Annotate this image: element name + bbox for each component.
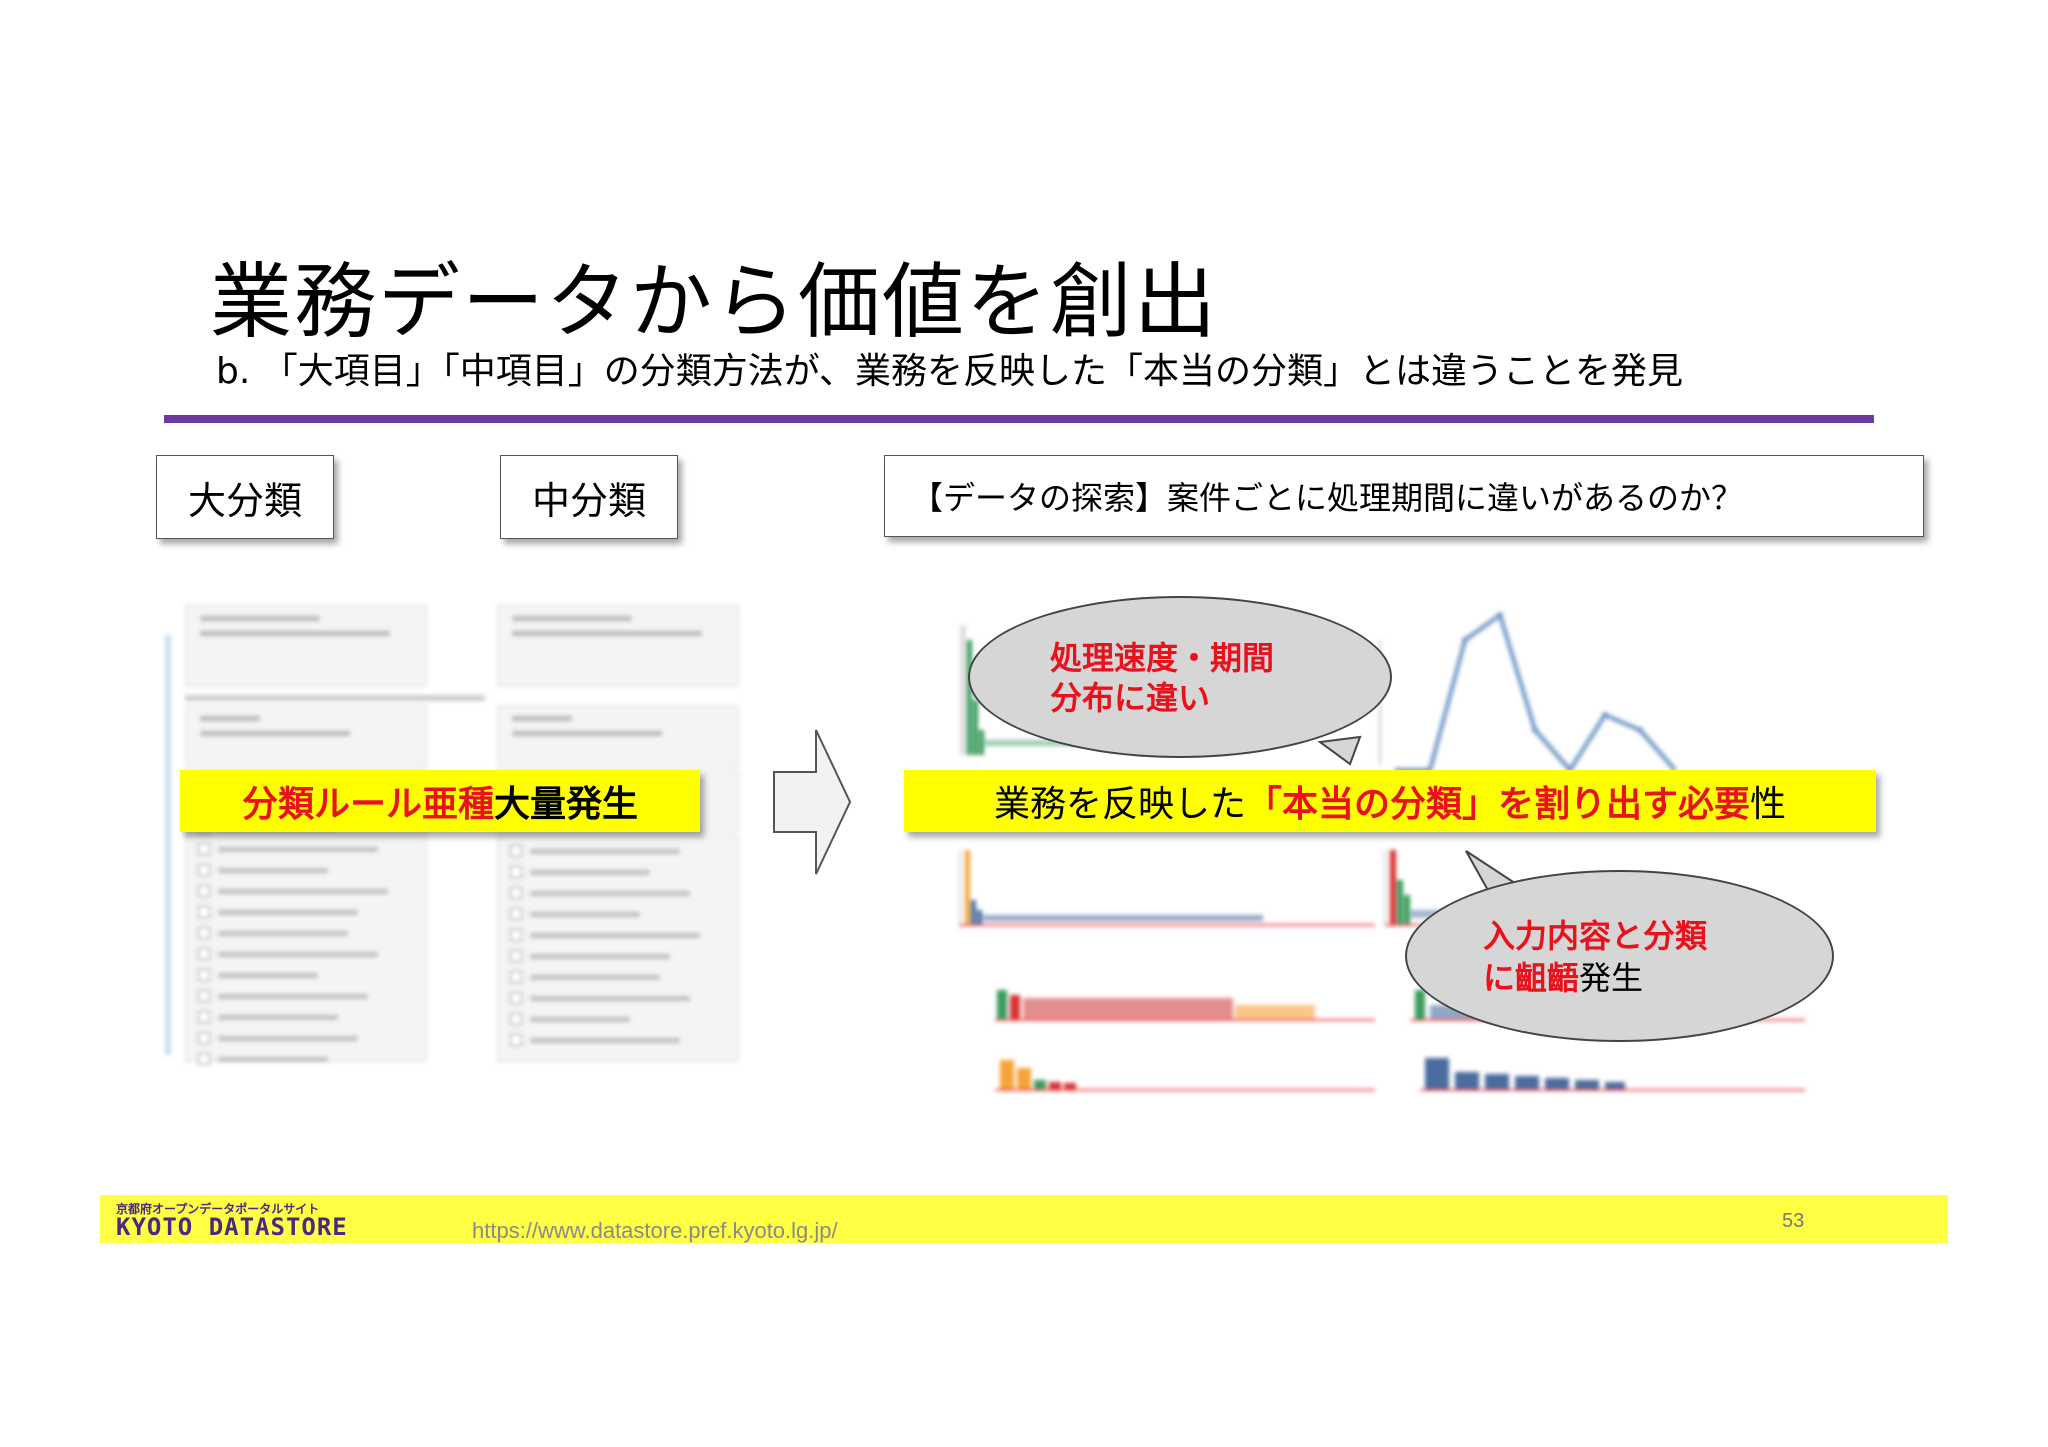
medium-category-box: 中分類 <box>500 455 678 539</box>
bubble-top-line2: 分布に違い <box>1050 679 1211 717</box>
footer-band <box>100 1195 1948 1243</box>
bubble-bottom-line2: に齟齬発生 <box>1483 958 1643 1000</box>
variant-rules-callout: 分類ルール亜種大量発生 <box>180 770 700 832</box>
variant-rules-black-text: 大量発生 <box>494 784 639 825</box>
bubble-bottom-black-text: 発生 <box>1579 959 1644 997</box>
speech-bubble-bottom: 入力内容と分類 に齟齬発生 <box>1405 870 1834 1042</box>
slide-subtitle: b. 「大項目」「中項目」の分類方法が、業務を反映した「本当の分類」とは違うこと… <box>216 351 1684 392</box>
speech-bubble-top-shape <box>1317 735 1362 766</box>
true-classification-suffix: 性 <box>1750 784 1787 825</box>
page-number: 53 <box>1782 1210 1805 1232</box>
speech-bubble-top: 処理速度・期間 分布に違い <box>968 596 1392 758</box>
large-category-box: 大分類 <box>156 455 334 539</box>
large-category-filter-screenshot <box>165 605 485 1065</box>
medium-category-filter-screenshot <box>492 605 777 1062</box>
title-divider <box>164 415 1874 423</box>
right-arrow-icon <box>773 729 852 875</box>
true-classification-callout: 業務を反映した「本当の分類」を割り出す必要性 <box>904 770 1876 832</box>
bubble-top-line1: 処理速度・期間 <box>1050 639 1275 677</box>
variant-rules-red-text: 分類ルール亜種 <box>241 784 494 825</box>
kyoto-datastore-logo: KYOTO DATASTORE <box>116 1213 348 1241</box>
true-classification-red-text: 「本当の分類」を割り出す必要 <box>1245 784 1750 825</box>
bubble-bottom-red-text: に齟齬 <box>1483 959 1580 997</box>
slide-title: 業務データから価値を創出 <box>210 255 1219 350</box>
data-exploration-box: 【データの探索】案件ごとに処理期間に違いがあるのか？ <box>884 455 1924 537</box>
footer-url: https://www.datastore.pref.kyoto.lg.jp/ <box>472 1218 838 1243</box>
logo-subtitle: 京都府オープンデータポータルサイト <box>116 1202 320 1216</box>
bubble-bottom-line1: 入力内容と分類 <box>1483 917 1708 955</box>
true-classification-prefix: 業務を反映した <box>993 784 1246 825</box>
